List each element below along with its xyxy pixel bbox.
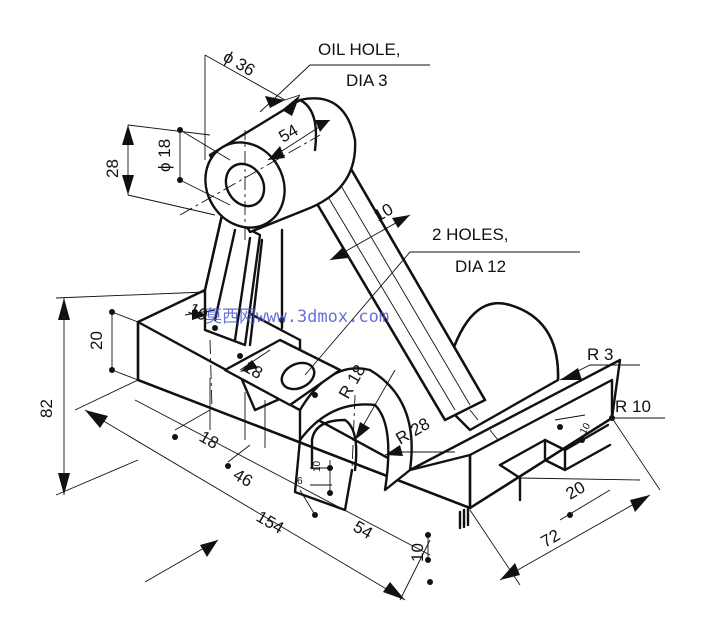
base-boss <box>223 338 342 407</box>
dim-10-slot: 10 <box>578 421 593 437</box>
dim-20-left: 20 <box>87 331 106 350</box>
dim-18-front: 18 <box>196 427 222 453</box>
dim-6-small: 6 <box>297 476 303 487</box>
dim-54-bottom: 54 <box>350 517 376 543</box>
dim-r10: R 10 <box>615 397 651 416</box>
centerlines <box>179 130 499 471</box>
dim-82: 82 <box>37 399 56 418</box>
dim-dia-18: ϕ 18 <box>155 139 174 172</box>
dim-20-right: 20 <box>563 478 589 504</box>
dim-46: 46 <box>230 465 256 491</box>
holes-note-line1: 2 HOLES, <box>432 225 509 244</box>
dimension-dots <box>109 127 615 585</box>
dim-10-small: 10 <box>312 460 323 472</box>
dim-10-thickness: 10 <box>408 543 427 562</box>
top-boss <box>204 97 357 234</box>
holes-note-line2: DIA 12 <box>455 257 506 276</box>
arrowheads <box>58 95 650 600</box>
oil-hole-note-line1: OIL HOLE, <box>318 40 401 59</box>
dim-154: 154 <box>253 507 287 538</box>
watermark: 莫西网www.3dmox.com <box>205 307 389 327</box>
left-upright <box>203 213 284 347</box>
dim-72: 72 <box>538 526 564 552</box>
oil-hole-note-line2: DIA 3 <box>346 71 388 90</box>
dim-dia-36: ϕ 36 <box>220 47 258 80</box>
dim-28: 28 <box>103 159 122 178</box>
sloping-arm <box>298 148 487 422</box>
cradle <box>293 367 413 512</box>
dim-r3: R 3 <box>587 345 613 364</box>
